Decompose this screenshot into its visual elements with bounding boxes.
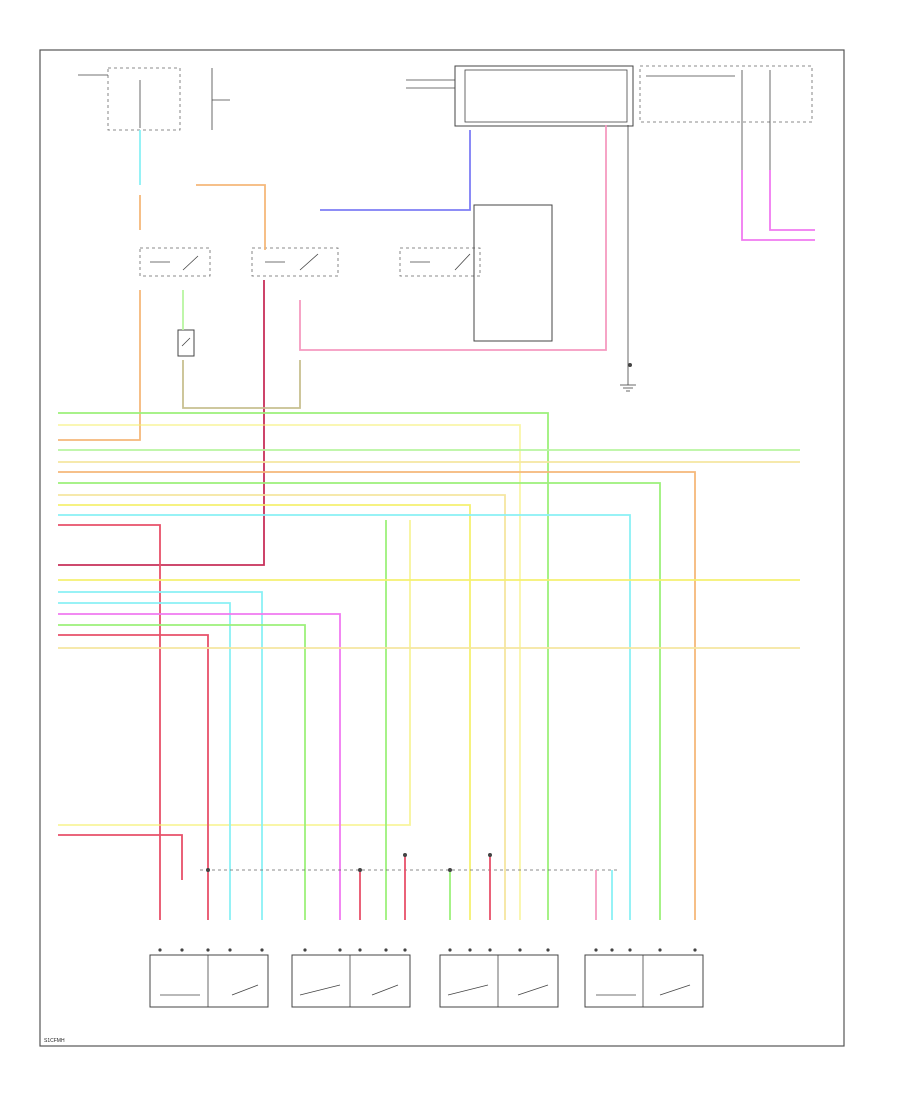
bus-green-1 — [58, 412, 549, 920]
ground-symbol — [620, 365, 636, 392]
wire-blue — [320, 130, 471, 211]
switch-assembly-2 — [291, 954, 411, 1008]
switch-assembly-1 — [149, 954, 269, 1008]
wire-pink-module — [299, 125, 607, 351]
bus-red-2 — [58, 524, 161, 920]
wire-tan-relay — [182, 360, 301, 409]
wire-orange-2 — [196, 184, 266, 250]
bus-red-3 — [58, 634, 209, 920]
switch-assembly-3 — [439, 954, 559, 1008]
relay-block-2 — [251, 247, 339, 277]
diagram-border — [39, 49, 845, 1047]
splice-points — [206, 363, 632, 872]
bus-cyan-2 — [58, 591, 263, 920]
diagram-code: S1CFMH — [44, 1038, 65, 1044]
bus-magenta-1 — [58, 613, 341, 920]
bus-orange-2 — [58, 471, 696, 920]
bus-green-4 — [58, 624, 306, 920]
power-source-left — [78, 67, 230, 131]
relay-block-3 — [399, 247, 481, 277]
bus-lightyellow-1 — [58, 424, 521, 920]
wire-magenta-right-1 — [741, 170, 815, 241]
wire-red-1 — [58, 280, 265, 566]
switch-assembly-4 — [584, 954, 704, 1008]
bus-cyan-3 — [58, 602, 231, 920]
relay-block-1 — [139, 247, 211, 357]
bus-cyan-1 — [58, 514, 631, 920]
wire-magenta-right-2 — [769, 170, 815, 231]
bus-yellow-2 — [58, 520, 411, 826]
module-block — [473, 204, 553, 342]
wire-orange-1 — [58, 195, 141, 441]
power-source-right — [639, 65, 813, 170]
bus-yellow-1 — [58, 504, 471, 920]
bus-cream-2 — [58, 494, 506, 920]
bus-red-lower — [58, 834, 183, 880]
connector-pins — [158, 948, 697, 952]
bus-green-2 — [58, 482, 661, 920]
wire-group — [58, 125, 815, 920]
power-source-center-right — [406, 65, 634, 127]
